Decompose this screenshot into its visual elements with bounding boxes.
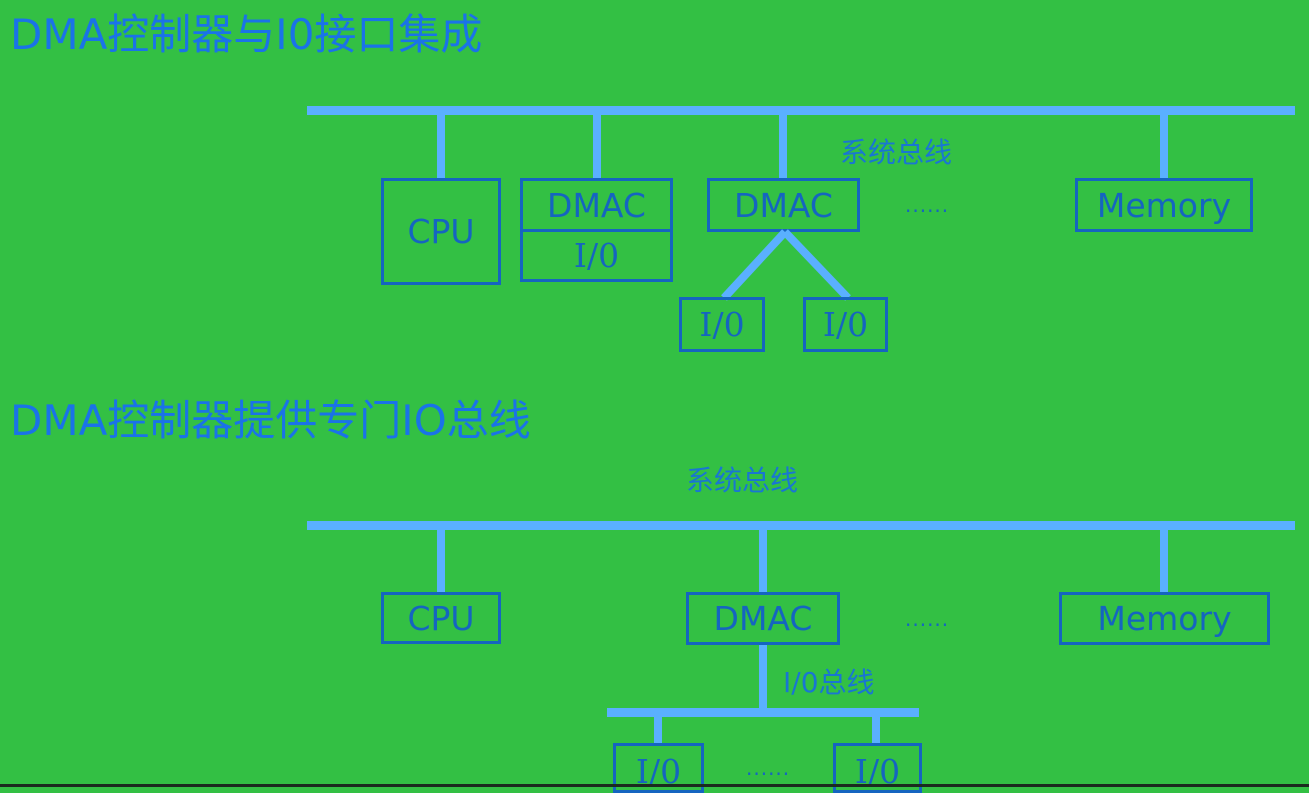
cpu-box-2: CPU [381,592,501,644]
io-ellipsis: ...... [746,756,791,780]
section1-title: DMA控制器与I0接口集成 [10,10,483,59]
memory-bus-link-1 [1160,115,1168,179]
memory-bus-link-2 [1160,530,1168,593]
system-bus-1 [307,106,1295,115]
dmac2-io-right-box: I/0 [803,297,888,352]
ellipsis-2: ...... [905,607,950,631]
system-bus-2 [307,521,1295,530]
cpu-bus-link-1 [437,115,445,179]
section2-title: DMA控制器提供专门IO总线 [10,396,531,445]
io-right-link [872,717,880,745]
system-bus-label-2: 系统总线 [686,464,799,497]
cpu-box-1: CPU [381,178,501,285]
cpu-bus-link-2 [437,530,445,593]
bottom-edge-bar [0,784,1309,787]
dmac-box-2: DMAC [686,592,840,645]
system-bus-label-1: 系统总线 [840,136,953,169]
dmac1-io-box: I/0 [520,229,673,282]
memory-box-1: Memory [1075,178,1253,232]
io-left-link [654,717,662,745]
io-bus-label: I/0总线 [783,666,875,699]
branch-right-line [782,229,851,301]
dmac2-io-left-box: I/0 [679,297,765,352]
dmac2-box: DMAC [707,178,860,232]
io-bus [607,708,919,717]
dmac-bus-link-2 [759,530,767,593]
ellipsis-1: ...... [905,193,950,217]
branch-left-line [721,229,788,301]
dmac2-bus-link-1 [779,115,787,179]
memory-box-2: Memory [1059,592,1270,645]
dmac-io-bus-link [759,645,767,709]
dmac1-bus-link-1 [593,115,601,179]
